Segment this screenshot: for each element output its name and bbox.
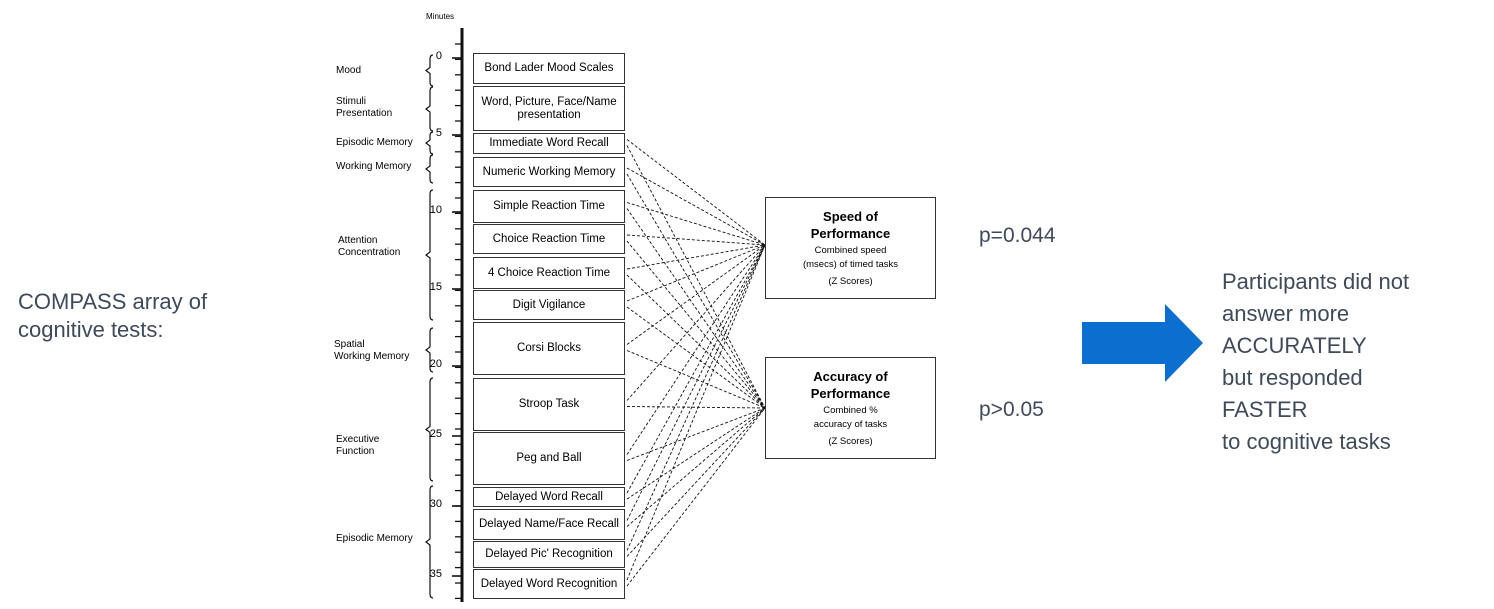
axis-tick-label: 35 — [429, 568, 442, 580]
dashed-connector — [626, 407, 766, 557]
task-box: Delayed Name/Face Recall — [473, 509, 625, 540]
task-box: Digit Vigilance — [473, 290, 625, 320]
axis-tick-label: 5 — [435, 127, 442, 139]
task-box: Delayed Word Recognition — [473, 569, 625, 599]
dashed-connector — [626, 244, 766, 401]
task-box: Choice Reaction Time — [473, 224, 625, 254]
task-box: Stroop Task — [473, 378, 625, 431]
task-box: 4 Choice Reaction Time — [473, 257, 625, 289]
dashed-connector — [626, 240, 766, 409]
task-box: Delayed Pic' Recognition — [473, 541, 625, 568]
dashed-connector — [626, 350, 766, 409]
dashed-connector — [626, 244, 766, 551]
domain-label: Stimuli Presentation — [336, 96, 393, 119]
dashed-connector — [626, 407, 766, 587]
dashed-connector — [626, 406, 766, 409]
task-box: Bond Lader Mood Scales — [473, 53, 625, 84]
dashed-connector — [626, 244, 766, 581]
accuracy-title: Accuracy of Performance — [810, 369, 891, 401]
speed-description: Combined speed (msecs) of timed tasks — [802, 245, 899, 270]
dashed-connector — [626, 139, 766, 246]
dashed-connector — [626, 202, 766, 246]
dashed-connector — [626, 244, 766, 521]
domain-label: Episodic Memory — [336, 533, 413, 544]
accuracy-note: (Z Scores) — [828, 436, 873, 447]
dashed-connector — [626, 407, 766, 500]
accuracy-p-value: p>0.05 — [979, 398, 1044, 421]
axis-tick-label: 20 — [429, 358, 442, 370]
time-axis — [452, 28, 464, 602]
speed-title: Speed of Performance — [810, 209, 891, 241]
dashed-connector — [626, 173, 766, 409]
domain-bracket — [425, 189, 434, 321]
axis-tick-label: 25 — [429, 428, 442, 440]
domain-bracket — [425, 54, 434, 87]
task-box: Immediate Word Recall — [473, 133, 625, 154]
task-box: Numeric Working Memory — [473, 157, 625, 187]
domain-bracket — [425, 86, 434, 132]
dashed-connector — [626, 234, 766, 246]
domain-label: Attention Concentration — [338, 235, 401, 258]
domain-bracket — [425, 327, 434, 373]
axis-tick-label: 0 — [435, 50, 442, 62]
dashed-connector — [626, 208, 766, 409]
accuracy-description: Combined % accuracy of tasks — [813, 405, 888, 430]
speed-note: (Z Scores) — [828, 276, 873, 287]
dashed-connector — [626, 407, 766, 527]
domain-bracket — [425, 154, 434, 184]
axis-tick-label: 15 — [429, 281, 442, 293]
task-box: Delayed Word Recall — [473, 487, 625, 507]
task-box: Simple Reaction Time — [473, 190, 625, 223]
dashed-connector — [626, 244, 766, 302]
dashed-connector — [626, 145, 766, 409]
axis-tick-label: 10 — [429, 204, 442, 216]
dashed-connector — [626, 244, 766, 494]
task-box: Word, Picture, Face/Name presentation — [473, 86, 625, 131]
domain-label: Mood — [336, 65, 362, 76]
domain-label: Executive Function — [336, 434, 380, 457]
dashed-connector — [626, 306, 766, 409]
task-box: Corsi Blocks — [473, 322, 625, 375]
accuracy-of-performance-box: Accuracy of Performance Combined % accur… — [765, 357, 936, 459]
axis-tick-label: 30 — [429, 498, 442, 510]
domain-bracket — [425, 485, 434, 599]
task-box: Peg and Ball — [473, 432, 625, 485]
dashed-connector — [626, 244, 766, 345]
speed-p-value: p=0.044 — [979, 224, 1056, 247]
domain-brackets — [425, 54, 434, 599]
dashed-connector — [626, 244, 766, 270]
intro-text: COMPASS array of cognitive tests: — [18, 289, 208, 342]
speed-of-performance-box: Speed of Performance Combined speed (mse… — [765, 197, 936, 299]
connection-lines — [626, 139, 766, 587]
right-arrow-icon — [1082, 304, 1203, 382]
domain-label: Working Memory — [336, 161, 412, 172]
domain-bracket — [425, 377, 434, 482]
domain-label: Spatial Working Memory — [334, 339, 410, 362]
dashed-connector — [626, 244, 766, 455]
dashed-connector — [626, 167, 766, 246]
conclusion-text: Participants did not answer more ACCURAT… — [1222, 269, 1410, 454]
domain-label: Episodic Memory — [336, 137, 413, 148]
dashed-connector — [626, 274, 766, 409]
domain-bracket — [425, 131, 434, 155]
axis-title: Minutes — [426, 12, 455, 21]
